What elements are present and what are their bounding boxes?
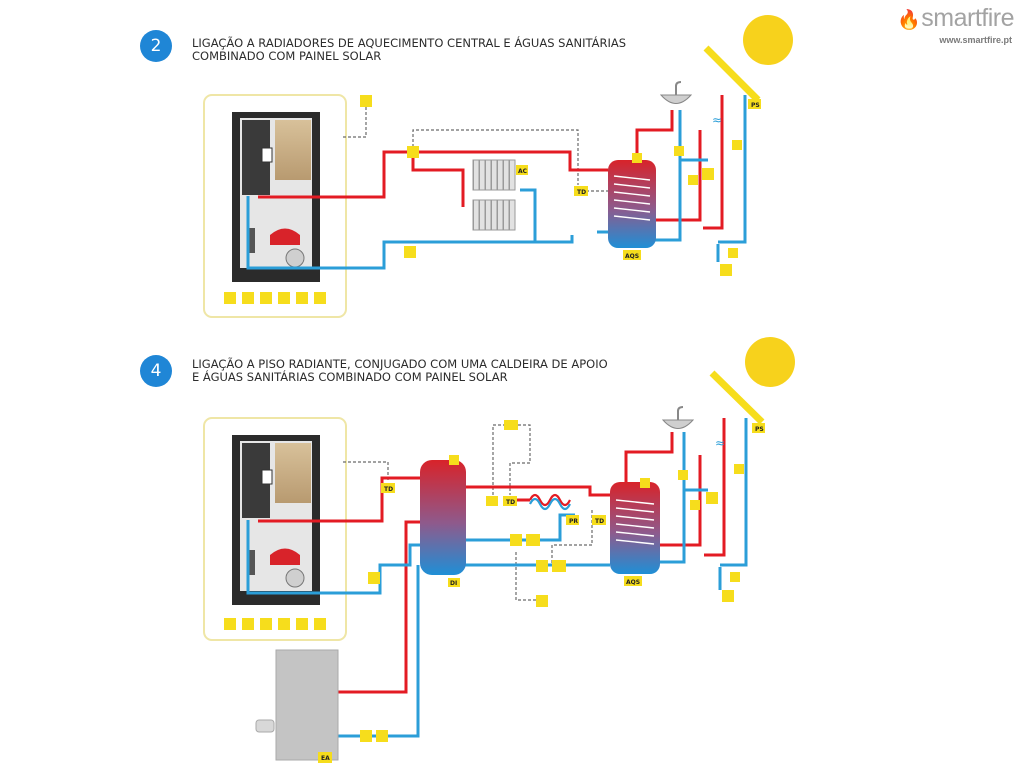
solar-panel [703, 45, 761, 103]
diagram-number-badge-2: 2 [140, 30, 172, 62]
diagram-2-title: LIGAÇÃO A RADIADORES DE AQUECIMENTO CENT… [192, 37, 626, 63]
stove-icons-row [224, 292, 326, 304]
diagram-2: AC TD AQS ≈ [203, 15, 793, 318]
diagram-2-title-line2: COMBINADO COM PAINEL SOLAR [192, 49, 382, 63]
diagram-number-badge-4: 4 [140, 355, 172, 387]
diagram-4-title: LIGAÇÃO A PISO RADIANTE, CONJUGADO COM U… [192, 358, 608, 384]
stove-frame-4 [203, 417, 347, 641]
cold-pipes [246, 95, 747, 270]
sanitary-hot-water-tank-4 [610, 482, 660, 574]
solar-panel-4 [709, 370, 765, 425]
control-lines [343, 106, 608, 192]
support-boiler [255, 649, 339, 761]
sanitary-hot-water-tank [608, 160, 656, 248]
diagram-4-title-line2: E ÁGUAS SANITÁRIAS COMBINADO COM PAINEL … [192, 370, 508, 384]
hot-pipes-4 [258, 418, 726, 694]
label-td: TD [577, 189, 586, 196]
flame-icon: 🔥 [897, 10, 921, 31]
stove-frame [203, 94, 347, 318]
inertia-tank [420, 460, 466, 575]
label-aqs-4: AQS [626, 579, 640, 586]
sink-icon [659, 81, 693, 104]
control-lines-4 [343, 424, 593, 601]
label-aqs: AQS [625, 253, 639, 260]
label-td-mid: TD [506, 499, 515, 506]
component-icons-4 [360, 420, 744, 742]
component-icons [360, 95, 742, 276]
label-ea: EA [321, 755, 330, 762]
label-di: DI [450, 580, 457, 587]
brand-name: smartfire [921, 4, 1014, 32]
brand-url: www.smartfire.pt [939, 35, 1012, 45]
hot-pipes [258, 95, 724, 230]
label-td-right: TD [595, 518, 604, 525]
label-pr: PR [569, 518, 578, 525]
radiator-lower [472, 199, 516, 231]
diagram-4-title-line1: LIGAÇÃO A PISO RADIANTE, CONJUGADO COM U… [192, 357, 608, 371]
label-ps-4: PS [755, 426, 764, 433]
label-ps: PS [751, 102, 760, 109]
sun-icon [743, 15, 793, 65]
label-td-left: TD [384, 486, 393, 493]
brand-logo: 🔥smartfire www.smartfire.pt [897, 4, 1014, 45]
steam-icon: ≈ [712, 113, 722, 127]
stove-icons-row-4 [224, 618, 326, 630]
diagram-2-title-line1: LIGAÇÃO A RADIADORES DE AQUECIMENTO CENT… [192, 36, 627, 50]
steam-icon-4: ≈ [715, 436, 725, 450]
sink-icon-4 [661, 406, 695, 429]
sun-icon-4 [745, 337, 795, 387]
diagram-4: DI PR AQS TD TD TD ≈ [203, 337, 795, 763]
label-ac: AC [518, 168, 528, 175]
radiator-upper [472, 159, 516, 191]
floor-heating-coil [529, 493, 571, 511]
